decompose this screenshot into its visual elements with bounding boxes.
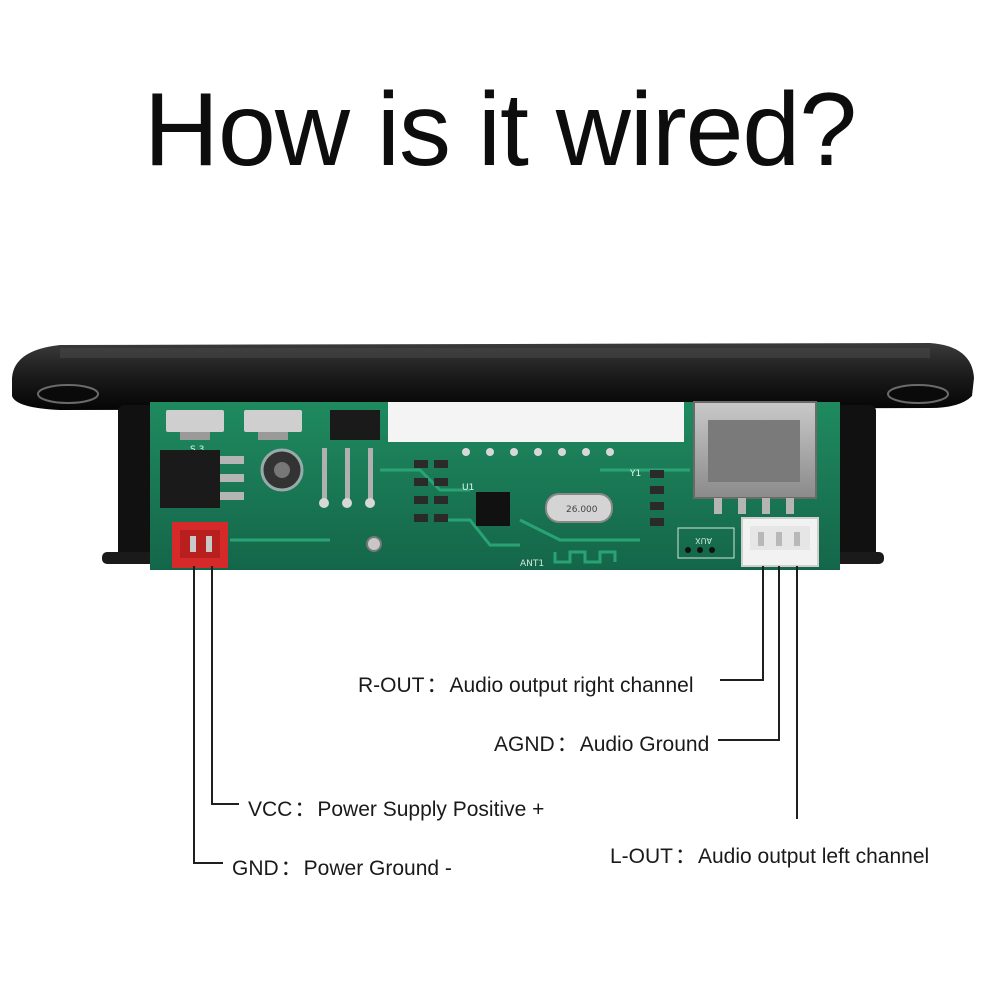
- gnd-desc: Power Ground -: [303, 857, 452, 880]
- y1-silk: Y1: [629, 469, 641, 479]
- r-out-label: R-OUT：Audio output right channel: [358, 669, 694, 699]
- page-title: How is it wired?: [143, 72, 857, 188]
- power-connector: [172, 522, 228, 568]
- agnd-sep: ：: [556, 733, 578, 756]
- r-out-desc: Audio output right channel: [449, 674, 694, 697]
- gnd-pin-name: GND: [232, 857, 279, 880]
- r-out-wire: [762, 566, 764, 680]
- r-out-sep: ：: [426, 674, 448, 697]
- crystal-oscillator: [545, 493, 613, 523]
- front-panel: [12, 343, 974, 564]
- gnd-wire: [193, 566, 195, 863]
- pcb: ANT1 S 3: [150, 401, 840, 570]
- vcc-desc: Power Supply Positive +: [317, 798, 545, 821]
- r-out-pin-name: R-OUT: [358, 674, 425, 697]
- gnd-wire-tick: [193, 862, 223, 864]
- l-out-sep: ：: [675, 845, 696, 868]
- u1-silk: U1: [462, 483, 474, 493]
- l-out-wire: [796, 566, 798, 819]
- gnd-sep: ：: [280, 857, 302, 880]
- gnd-label: GND：Power Ground -: [232, 852, 452, 882]
- main-ic: [476, 492, 510, 526]
- vcc-label: VCC：Power Supply Positive +: [248, 793, 544, 823]
- mount-hole-right: [887, 384, 949, 404]
- vcc-sep: ：: [294, 798, 316, 821]
- agnd-label: AGND：Audio Ground: [494, 728, 709, 758]
- voltage-regulator: [160, 450, 220, 508]
- mount-hole-left: [37, 384, 99, 404]
- vcc-wire: [211, 566, 213, 804]
- agnd-desc: Audio Ground: [579, 733, 710, 756]
- crystal-silk: 26.000: [566, 505, 598, 515]
- agnd-wire-tick: [718, 739, 780, 741]
- l-out-pin-name: L-OUT: [610, 845, 673, 868]
- switch-1: [166, 410, 224, 432]
- switch-2: [244, 410, 302, 432]
- l-out-desc: Audio output left channel: [698, 845, 930, 868]
- pin-header: [462, 448, 614, 456]
- smd-components: [414, 460, 664, 526]
- r-out-wire-tick: [720, 679, 764, 681]
- agnd-pin-name: AGND: [494, 733, 555, 756]
- agnd-wire: [778, 566, 780, 740]
- audio-connector: [741, 517, 819, 567]
- sd-card-slot: [388, 402, 684, 442]
- aux-silk: AUX: [695, 536, 712, 545]
- antenna-trace: [553, 550, 617, 564]
- vcc-wire-tick: [211, 803, 239, 805]
- l-out-label: L-OUT：Audio output left channel: [610, 840, 929, 870]
- vcc-pin-name: VCC: [248, 798, 293, 821]
- ant-silk: ANT1: [520, 559, 544, 569]
